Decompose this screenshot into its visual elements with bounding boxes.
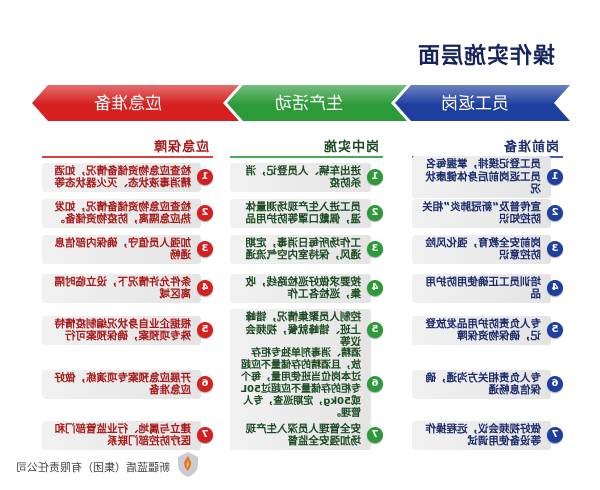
item-text: 岗前安全教育，强化风险防控意识: [412, 234, 551, 264]
item-text: 做好视频会议，远程操作等设备使用调试: [412, 420, 551, 450]
item-text: 控制人员聚集情况，错峰上班、错峰就餐，视频会议等: [230, 309, 371, 351]
item-text: 建立与属地、行业监管部门和医疗防控部门联系: [42, 420, 201, 450]
column-divider: [42, 156, 213, 158]
item-text: 培训员工正确使用防护用品: [412, 273, 551, 303]
item-text: 工作场所每日消毒，定期通风，保持室内空气流通: [230, 234, 371, 264]
item-text: 进出车辆、人员登记，消杀防疫: [230, 162, 371, 192]
item-text: 酒精、消毒剂单独专柜存放，且酒精的存储量不应超过本岗位当班使用量，每个专柜的存储…: [230, 346, 371, 422]
item-number-badge: 7: [367, 427, 383, 443]
item-text: 专人负责相关方沟通，确保信息畅通: [412, 369, 551, 399]
item-text: 员工登记摸排，掌握每名员工返岗前后身体健康状况: [412, 156, 551, 198]
banner-shine: [395, 85, 570, 121]
item-number-badge: 3: [367, 241, 383, 257]
item-text: 开展应急预案专项演练，做好应急准备: [42, 369, 201, 399]
item-number-badge: 6: [367, 376, 383, 392]
banner-production: 生产活动: [227, 85, 407, 121]
item-number-badge: 7: [197, 427, 213, 443]
item-number-badge: 6: [547, 376, 563, 392]
item-text: 条件允许情况下，设立临时隔离区域: [42, 273, 201, 303]
column-divider: [230, 156, 383, 158]
item-number-badge: 5: [197, 322, 213, 338]
banner-shine: [32, 85, 239, 121]
item-text: 检查应急物资储备情况，如酒精消毒液状态、灭火器状态等: [42, 162, 201, 192]
item-text: 检查应急物资储备情况，如发热应急隔离，防疫物资储备。: [42, 198, 201, 228]
company-name: 新疆蓝盾（集团）有限责任公司: [16, 461, 170, 474]
item-number-badge: 2: [547, 205, 563, 221]
column-header: 岗中实施: [322, 140, 379, 155]
item-number-badge: 1: [197, 169, 213, 185]
item-number-badge: 3: [197, 241, 213, 257]
banner-emergency: 应急准备: [32, 85, 239, 121]
item-number-badge: 1: [547, 169, 563, 185]
item-number-badge: 5: [547, 322, 563, 338]
item-number-badge: 4: [547, 280, 563, 296]
column-header: 岗前准备: [502, 140, 559, 155]
phase-banners: 员工返岗 生产活动 应急准备: [32, 85, 570, 121]
item-text: 根据企业自身状况编制疫情特殊专项预案，确保预案可行: [42, 315, 201, 345]
item-number-badge: 1: [367, 169, 383, 185]
banner-label-production: 生产活动: [275, 94, 343, 114]
item-number-badge: 5: [367, 322, 383, 338]
item-number-badge: 2: [367, 205, 383, 221]
item-number-badge: 7: [547, 427, 563, 443]
banner-label-staff-return: 员工返岗: [441, 94, 509, 114]
item-number-badge: 4: [367, 280, 383, 296]
banner-staff-return: 员工返岗: [395, 85, 570, 121]
item-text: 专人负责防护用品发放登记，确保物资保障: [412, 315, 551, 345]
banner-shine: [227, 85, 407, 121]
item-number-badge: 2: [197, 205, 213, 221]
item-number-badge: 4: [197, 280, 213, 296]
item-number-badge: 6: [197, 376, 213, 392]
company-logo-icon: [178, 452, 198, 477]
item-text: 加强人员值守，确保内部信息通畅: [42, 234, 201, 264]
item-number-badge: 3: [547, 241, 563, 257]
item-text: 按要求做好巡检路线，收集，巡检各工作: [230, 273, 371, 303]
item-text: 员工进入生产现场测量体温，佩戴口罩等防护用品: [230, 198, 371, 228]
item-text: 宣传普及“新冠肺炎”相关防控知识: [412, 198, 551, 228]
banner-label-emergency: 应急准备: [94, 94, 162, 114]
column-header: 应急保障: [152, 140, 209, 155]
item-text: 安全管理人员深入生产现场加强安全监督: [230, 420, 371, 450]
